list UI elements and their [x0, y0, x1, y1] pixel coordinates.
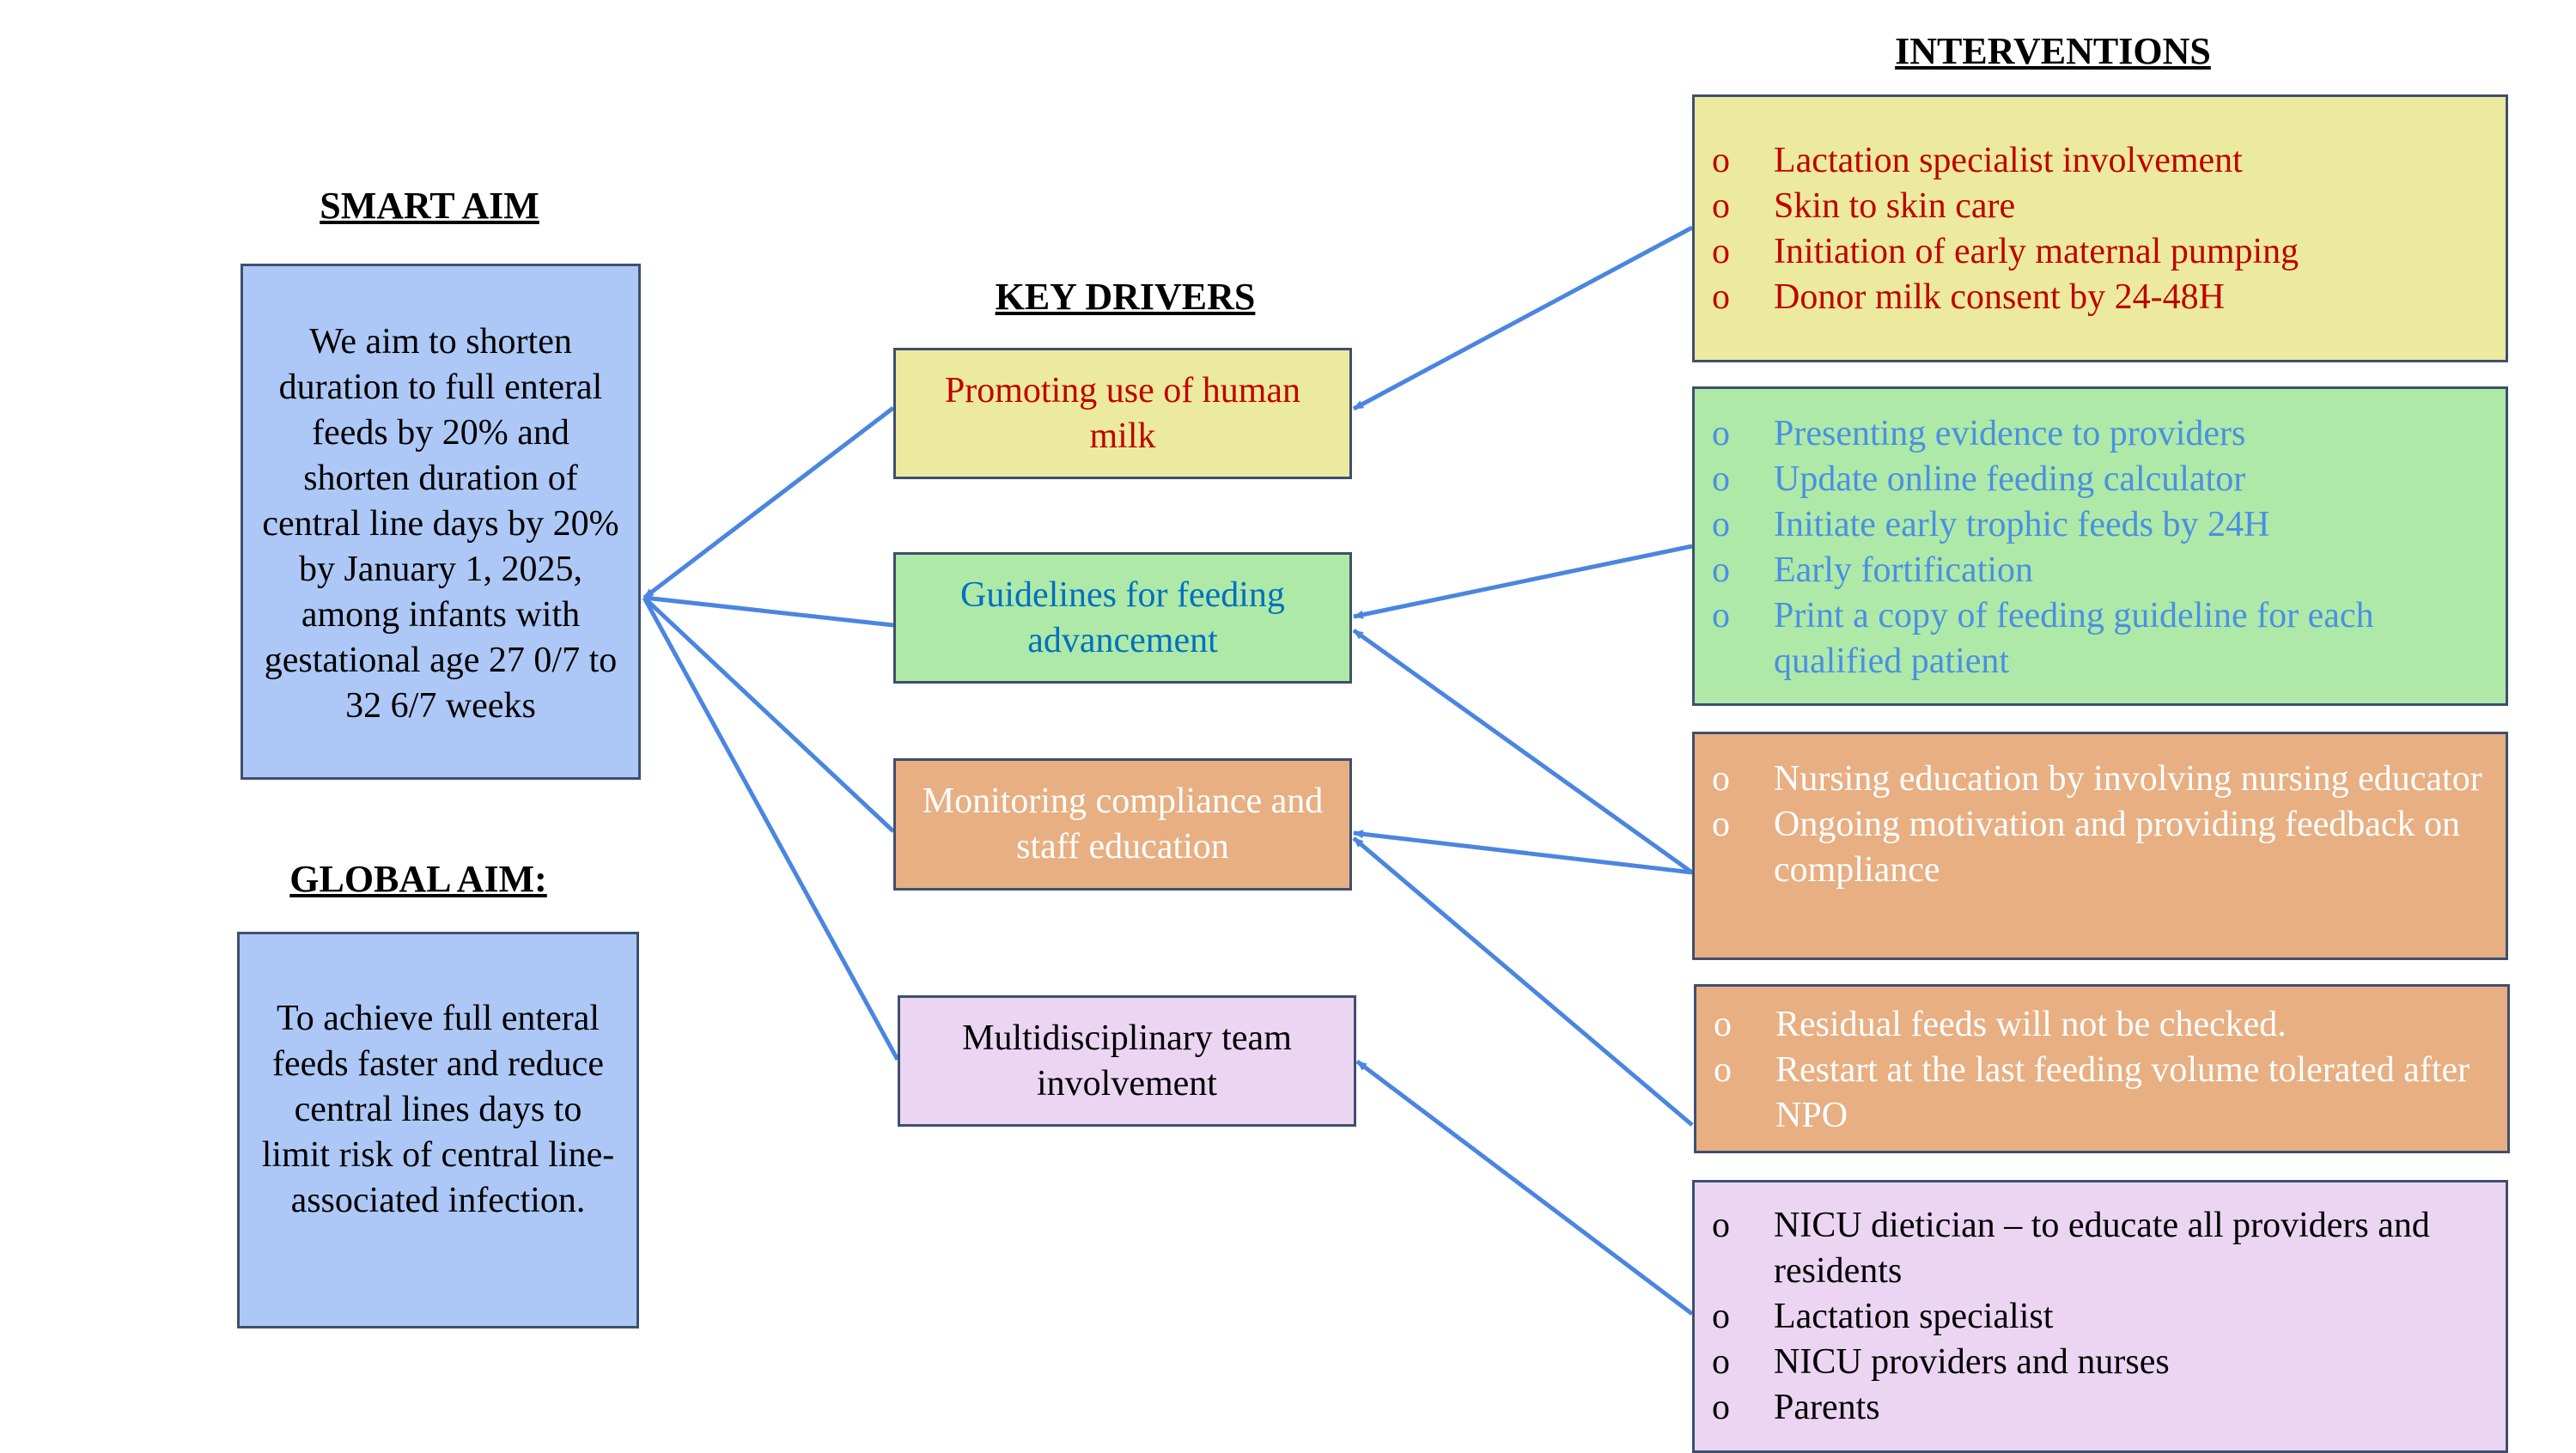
list-item: Parents [1695, 1385, 2506, 1431]
interventions-staff-education: Nursing education by involving nursing e… [1692, 732, 2508, 960]
list-item: Donor milk consent by 24-48H [1695, 275, 2506, 320]
driver-multidisciplinary-team: Multidisciplinary team involvement [898, 995, 1356, 1127]
global-aim-box: To achieve full enteral feeds faster and… [237, 932, 639, 1328]
key-drivers-heading: KEY DRIVERS [995, 276, 1256, 318]
list-item: Restart at the last feeding volume toler… [1696, 1048, 2507, 1139]
global-aim-text: To achieve full enteral feeds faster and… [261, 999, 615, 1220]
connector-interventions-guidelines [1353, 544, 1693, 619]
list-item: Update online feeding calculator [1695, 457, 2506, 502]
connector-interventions-feeding-to-monitoring [1352, 836, 1694, 1127]
list-item: NICU providers and nurses [1695, 1340, 2506, 1385]
interventions-feeding-protocol-list: Residual feeds will not be checked. Rest… [1696, 1002, 2507, 1139]
interventions-team-members: NICU dietician – to educate all provider… [1692, 1180, 2508, 1453]
connector-aim-to-driver-monitoring [642, 596, 895, 833]
smart-aim-text: We aim to shorten duration to full enter… [262, 322, 619, 726]
connector-interventions-team [1355, 1060, 1694, 1316]
connector-interventions-milk [1352, 225, 1694, 411]
list-item: Lactation specialist involvement [1695, 138, 2506, 184]
list-item: Early fortification [1695, 548, 2506, 593]
smart-aim-heading: SMART AIM [320, 185, 539, 227]
interventions-feeding-guidelines-list: Presenting evidence to providers Update … [1695, 411, 2506, 684]
list-item: Print a copy of feeding guideline for ea… [1695, 593, 2506, 684]
list-item: Initiate early trophic feeds by 24H [1695, 502, 2506, 548]
interventions-feeding-guidelines: Presenting evidence to providers Update … [1692, 386, 2508, 706]
driver-monitoring-compliance: Monitoring compliance and staff educatio… [893, 758, 1352, 891]
connector-interventions-compliance-to-guidelines [1352, 628, 1694, 875]
list-item: Residual feeds will not be checked. [1696, 1002, 2507, 1048]
smart-aim-box: We aim to shorten duration to full enter… [241, 264, 641, 780]
list-item: Nursing education by involving nursing e… [1695, 757, 2506, 802]
list-item: Ongoing motivation and providing feedbac… [1695, 802, 2506, 893]
interventions-human-milk-list: Lactation specialist involvement Skin to… [1695, 138, 2506, 320]
connector-aim-to-driver-team [642, 596, 900, 1061]
driver-human-milk: Promoting use of human milk [893, 348, 1352, 479]
connector-aim-to-driver-guidelines [643, 595, 894, 628]
interventions-human-milk: Lactation specialist involvement Skin to… [1692, 94, 2508, 362]
list-item: Initiation of early maternal pumping [1695, 229, 2506, 275]
list-item: Presenting evidence to providers [1695, 411, 2506, 457]
list-item: NICU dietician – to educate all provider… [1695, 1203, 2506, 1294]
interventions-heading: INTERVENTIONS [1895, 30, 2211, 72]
list-item: Lactation specialist [1695, 1294, 2506, 1340]
global-aim-heading: GLOBAL AIM: [289, 858, 547, 900]
connector-aim-to-driver-milk [642, 406, 895, 599]
connector-interventions-compliance-to-monitoring [1353, 830, 1693, 875]
driver-feeding-guidelines: Guidelines for feeding advancement [893, 552, 1352, 684]
interventions-staff-education-list: Nursing education by involving nursing e… [1695, 757, 2506, 893]
interventions-feeding-protocol: Residual feeds will not be checked. Rest… [1694, 984, 2510, 1153]
interventions-team-members-list: NICU dietician – to educate all provider… [1695, 1203, 2506, 1431]
list-item: Skin to skin care [1695, 184, 2506, 229]
